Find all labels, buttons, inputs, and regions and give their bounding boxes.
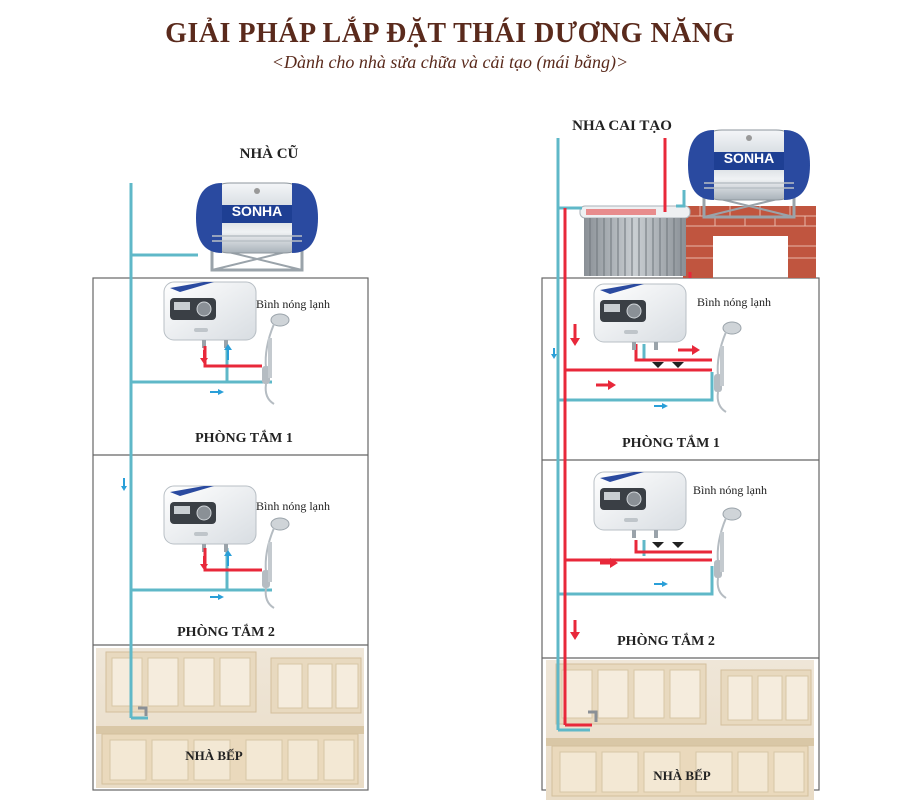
left-bath2-water-heater (163, 485, 257, 553)
left-bath2-heater-label: Bình nóng lạnh (256, 499, 330, 513)
right-room-kitchen: NHÀ BẾP (653, 768, 710, 783)
right-bath1-water-heater (593, 283, 687, 351)
left-house-walls (92, 277, 369, 791)
left-bath1-arrows (200, 344, 232, 395)
right-house-name: NHA CAI TẠO (572, 118, 672, 134)
left-bath2-shower (261, 517, 290, 609)
left-bath1-hot-pipe (203, 346, 262, 368)
right-bath2-arrows (570, 542, 684, 640)
page-title: GIẢI PHÁP LẮP ĐẶT THÁI DƯƠNG NĂNG (165, 18, 735, 49)
left-house: SONHA Bình nóng lạnh PHÒNG TẮM 1 (92, 144, 369, 791)
right-bath2-water-heater (593, 471, 687, 539)
left-room-bath2: PHÒNG TẮM 2 (177, 623, 275, 640)
right-bath1-arrows (551, 324, 700, 409)
left-room-kitchen: NHÀ BẾP (185, 748, 242, 763)
page-subtitle: <Dành cho nhà sửa chữa và cải tạo (mái b… (271, 52, 629, 72)
left-bath2-arrows (121, 478, 232, 600)
left-bath2-hot-pipe (203, 548, 262, 572)
right-bath1-shower (713, 321, 742, 413)
left-house-name: NHÀ CŨ (240, 144, 299, 162)
right-sonha-tank (686, 128, 812, 219)
right-cold-water-pipes (556, 138, 714, 732)
right-room-bath1: PHÒNG TẮM 1 (622, 434, 720, 451)
right-bath2-shower (713, 507, 742, 599)
left-bath1-water-heater (163, 281, 257, 349)
left-sonha-tank (194, 181, 320, 272)
right-room-bath2: PHÒNG TẮM 2 (617, 632, 715, 649)
right-hot-water-pipes (563, 138, 712, 727)
left-bath1-heater-label: Bình nóng lạnh (256, 297, 330, 311)
left-bath1-shower (261, 313, 290, 405)
right-bath1-heater-label: Bình nóng lạnh (697, 295, 771, 309)
right-house: SONHA Bình nóng lạnh (541, 118, 820, 801)
left-cold-water-pipes (129, 183, 272, 720)
left-tank-brand: SONHA (232, 203, 283, 219)
left-room-bath1: PHÒNG TẮM 1 (195, 429, 293, 446)
right-tank-brand: SONHA (724, 150, 775, 166)
right-bath2-heater-label: Bình nóng lạnh (693, 483, 767, 497)
right-solar-collector (579, 205, 691, 277)
